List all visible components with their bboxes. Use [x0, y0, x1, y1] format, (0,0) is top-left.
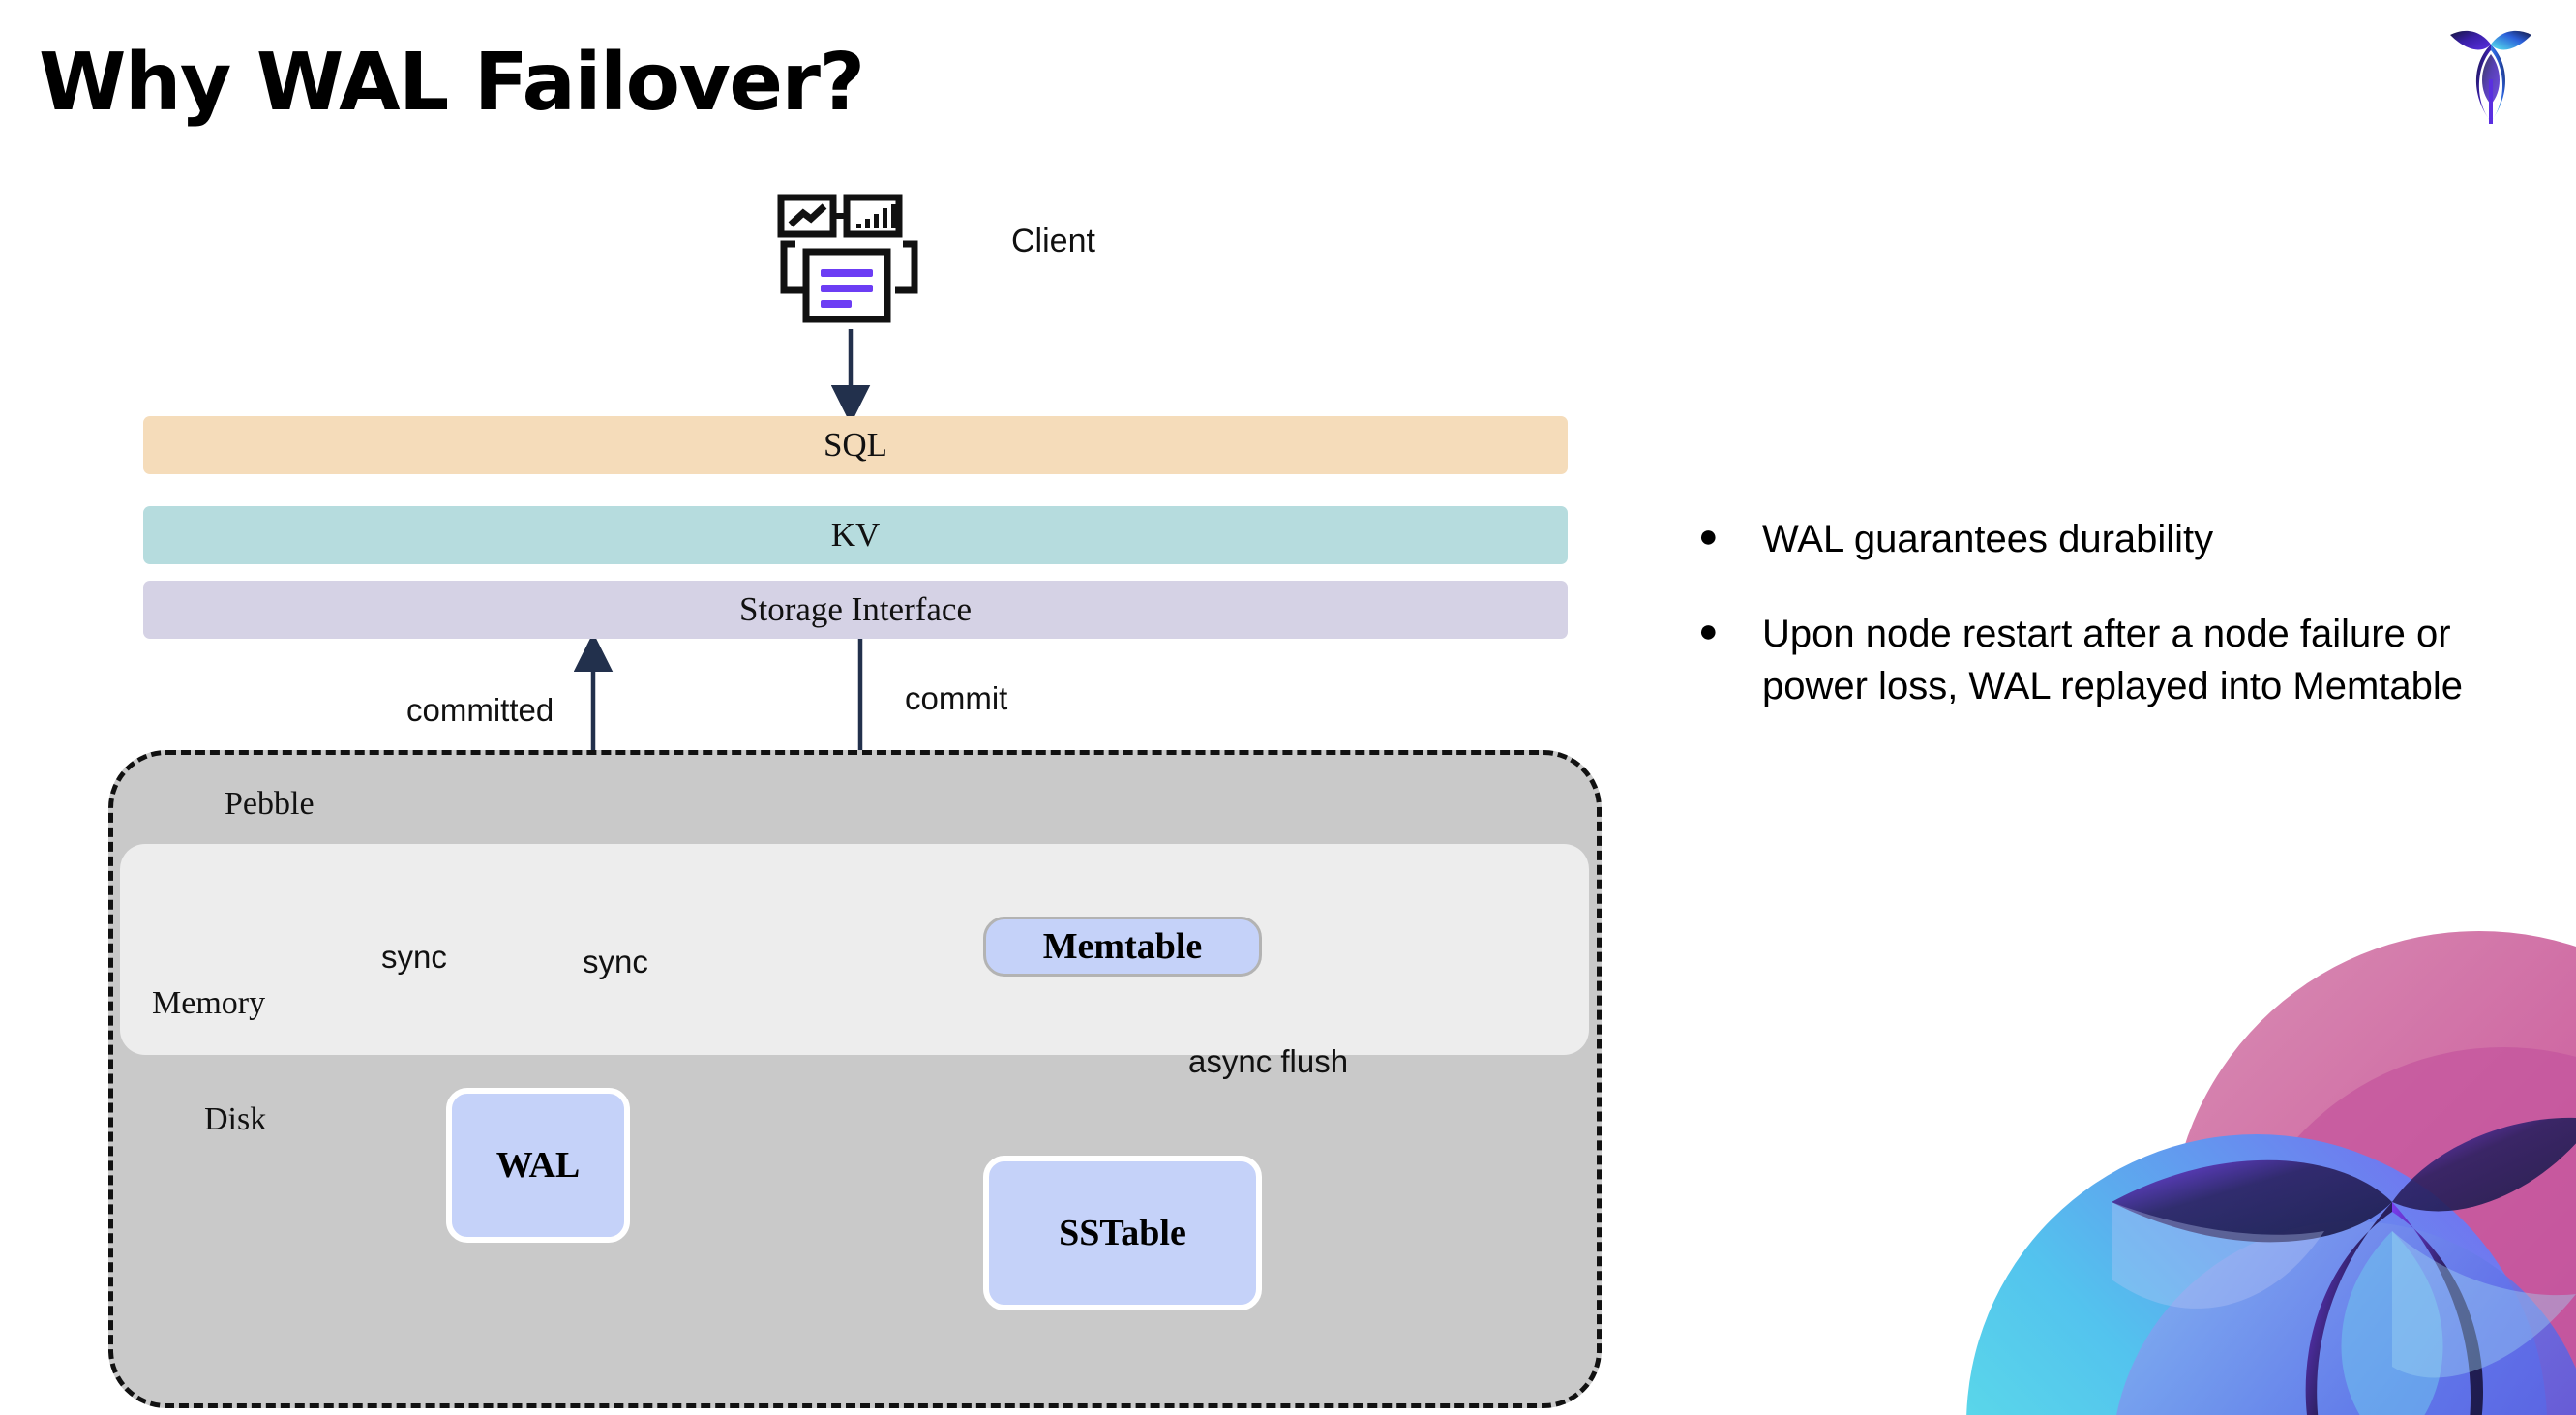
pebble-label: Pebble	[225, 786, 315, 822]
list-item: ● WAL guarantees durability	[1698, 513, 2501, 565]
node-memtable: Memtable	[983, 917, 1262, 977]
node-wal: WAL	[446, 1088, 630, 1243]
edge-label-async-flush: async flush	[1188, 1043, 1349, 1079]
bullet-text: WAL guarantees durability	[1762, 518, 2214, 560]
cockroachdb-circles-graphic	[1937, 912, 2576, 1415]
layer-bar-storage-interface: Storage Interface	[143, 581, 1568, 639]
architecture-diagram: Client SQL KV Storage Interface Pebble M…	[108, 194, 1602, 1408]
client-label: Client	[1011, 223, 1095, 259]
bullet-marker-icon: ●	[1698, 518, 1719, 555]
edge-label-sync-1: sync	[381, 939, 447, 975]
edge-label-sync-2: sync	[583, 944, 648, 979]
bullet-marker-icon: ●	[1698, 613, 1719, 649]
bullet-list: ● WAL guarantees durability ● Upon node …	[1698, 513, 2501, 755]
edge-label-committed: committed	[406, 692, 554, 728]
edge-label-commit: commit	[905, 680, 1008, 716]
list-item: ● Upon node restart after a node failure…	[1698, 608, 2501, 712]
memory-region	[120, 844, 1589, 1055]
layer-bar-sql: SQL	[143, 416, 1568, 474]
client-monitor-icon	[774, 194, 924, 329]
disk-label: Disk	[204, 1101, 267, 1137]
layer-bar-kv: KV	[143, 506, 1568, 564]
cockroachdb-logo	[2444, 21, 2537, 128]
memory-label: Memory	[152, 985, 266, 1021]
bullet-text: Upon node restart after a node failure o…	[1762, 613, 2464, 708]
page-title: Why WAL Failover?	[39, 37, 865, 129]
node-sstable: SSTable	[983, 1156, 1262, 1310]
